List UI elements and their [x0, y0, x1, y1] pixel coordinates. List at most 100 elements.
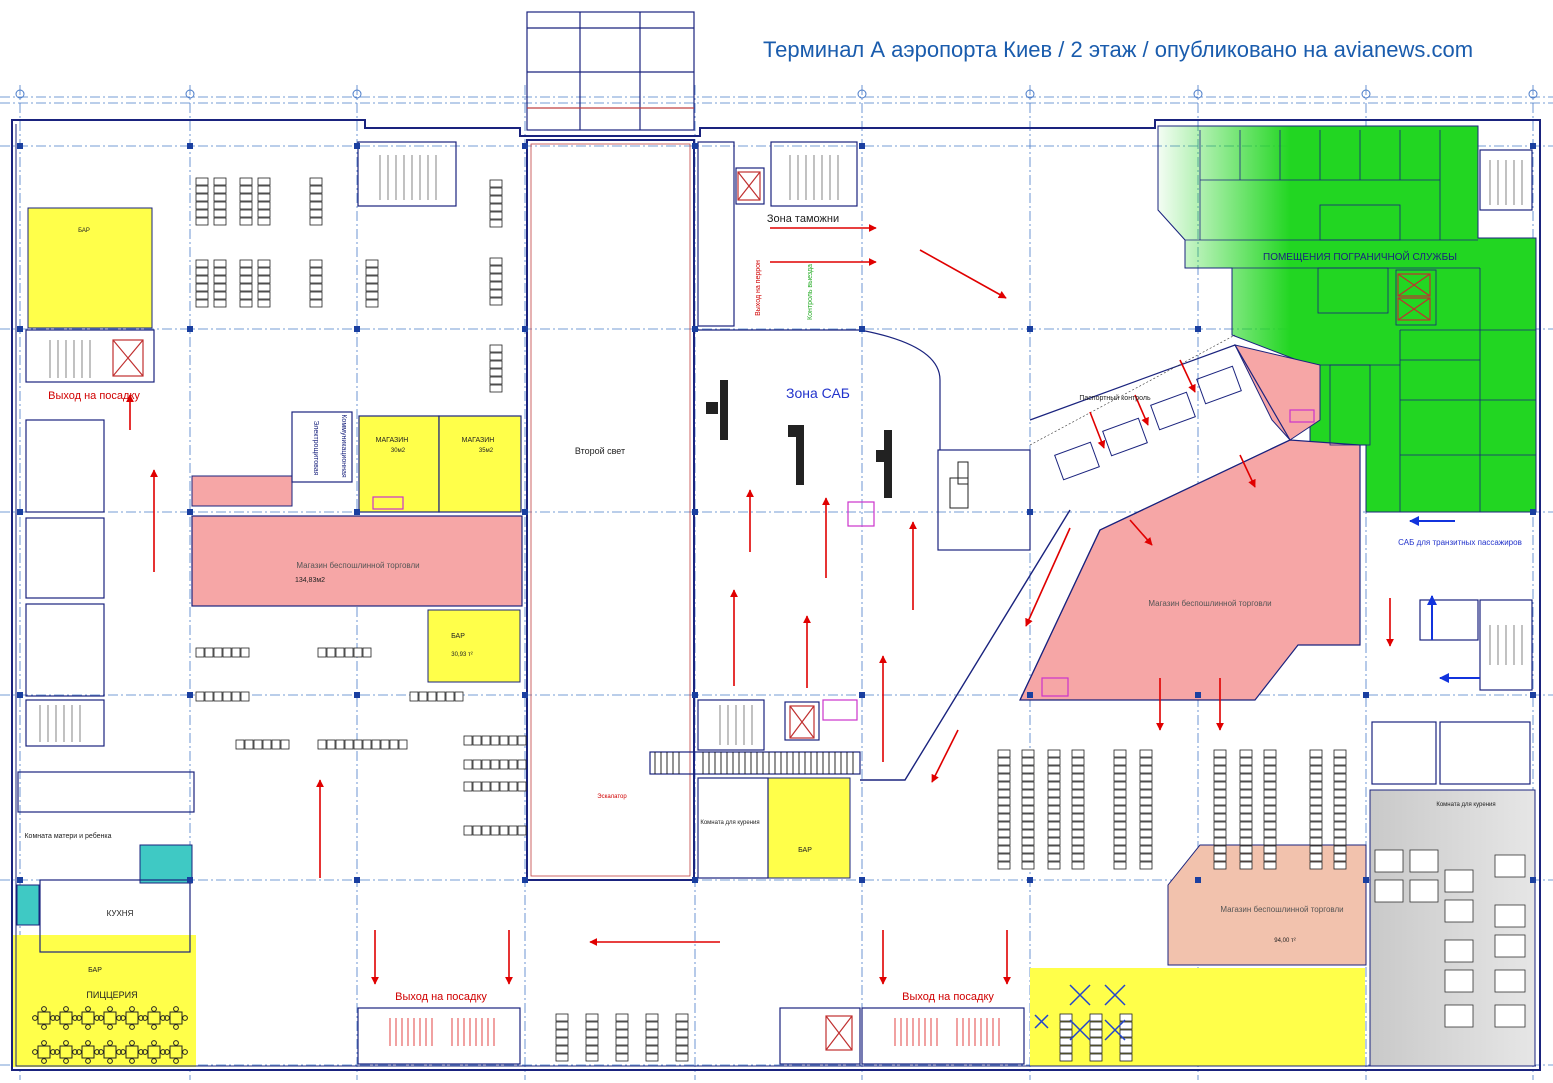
- seat: [489, 273, 503, 282]
- seat: [1071, 765, 1085, 774]
- seat: [1239, 853, 1253, 862]
- seat: [1071, 789, 1085, 798]
- seat: [239, 259, 253, 268]
- pizzeria-chair: [94, 1049, 100, 1055]
- seat: [1309, 757, 1323, 766]
- seat: [517, 781, 527, 792]
- label-exit-platform-vertical: Выход на перрон: [755, 260, 762, 316]
- seat: [1113, 749, 1127, 758]
- seat: [239, 209, 253, 218]
- seat: [463, 759, 473, 770]
- seat: [1139, 853, 1153, 862]
- seat: [555, 1029, 569, 1038]
- bar-escalator-zone: [767, 777, 851, 879]
- seat: [1113, 829, 1127, 838]
- pizzeria-table: [125, 1011, 139, 1025]
- seat: [418, 691, 428, 702]
- seat: [1139, 757, 1153, 766]
- seat: [997, 773, 1011, 782]
- shop-30: [358, 415, 440, 513]
- seat: [1213, 781, 1227, 790]
- seat: [1263, 821, 1277, 830]
- seat: [1021, 757, 1035, 766]
- seat: [1119, 1037, 1133, 1046]
- seat: [1309, 789, 1323, 798]
- seat: [1047, 773, 1061, 782]
- seat: [615, 1053, 629, 1062]
- pizzeria-chair: [63, 1058, 69, 1064]
- seat: [1113, 757, 1127, 766]
- seat: [555, 1053, 569, 1062]
- seat: [463, 825, 473, 836]
- pizzeria-chair: [173, 1040, 179, 1046]
- seat: [997, 845, 1011, 854]
- seat: [517, 759, 527, 770]
- pizzeria-chair: [160, 1015, 166, 1021]
- seat: [1263, 757, 1277, 766]
- seat: [1047, 813, 1061, 822]
- seat: [1021, 805, 1035, 814]
- seat: [326, 739, 336, 750]
- seat: [1263, 829, 1277, 838]
- label-shop-35: МАГАЗИН: [462, 437, 495, 444]
- seat: [239, 299, 253, 308]
- seat: [257, 283, 271, 292]
- label-dutyfree-left-area: 134,83м2: [295, 577, 325, 584]
- seat: [1021, 845, 1035, 854]
- pizzeria-chair: [41, 1040, 47, 1046]
- pizzeria-chair: [151, 1058, 157, 1064]
- label-shop-30: МАГАЗИН: [376, 437, 409, 444]
- seat: [481, 825, 491, 836]
- seat: [231, 691, 241, 702]
- seat: [1071, 773, 1085, 782]
- seat: [371, 739, 381, 750]
- pizzeria-table: [103, 1011, 117, 1025]
- seat: [1071, 813, 1085, 822]
- seat: [555, 1045, 569, 1054]
- seat: [585, 1029, 599, 1038]
- seat: [1263, 749, 1277, 758]
- cafe-tables: [1034, 984, 1126, 1041]
- seat: [1333, 845, 1347, 854]
- seat: [409, 691, 419, 702]
- seat: [1021, 837, 1035, 846]
- seat: [195, 283, 209, 292]
- seat: [585, 1053, 599, 1062]
- seat: [1213, 813, 1227, 822]
- seat: [1047, 853, 1061, 862]
- seat: [472, 735, 482, 746]
- seat: [257, 185, 271, 194]
- seat: [257, 299, 271, 308]
- seat: [1113, 773, 1127, 782]
- flow-arrows: [126, 224, 1394, 985]
- seat: [1059, 1037, 1073, 1046]
- seat: [615, 1013, 629, 1022]
- seat: [213, 291, 227, 300]
- dutyfree-left-zone: [191, 515, 523, 607]
- seat: [1139, 805, 1153, 814]
- seat: [362, 739, 372, 750]
- seat: [1139, 821, 1153, 830]
- seat: [365, 299, 379, 308]
- seat: [1139, 845, 1153, 854]
- seat: [997, 829, 1011, 838]
- seat: [271, 739, 281, 750]
- pizzeria-table: [59, 1011, 73, 1025]
- seat: [309, 291, 323, 300]
- seat: [585, 1037, 599, 1046]
- pizzeria-chair: [129, 1006, 135, 1012]
- seat: [1263, 773, 1277, 782]
- seat: [1309, 837, 1323, 846]
- seat: [1089, 1021, 1103, 1030]
- seat: [1139, 829, 1153, 838]
- seat: [1333, 797, 1347, 806]
- seat: [1333, 861, 1347, 870]
- seat: [213, 185, 227, 194]
- seat: [1333, 773, 1347, 782]
- seat: [1071, 845, 1085, 854]
- seat: [239, 201, 253, 210]
- pizzeria-chair: [151, 1024, 157, 1030]
- seat: [675, 1013, 689, 1022]
- pizzeria-chair: [94, 1015, 100, 1021]
- pizzeria-table: [81, 1011, 95, 1025]
